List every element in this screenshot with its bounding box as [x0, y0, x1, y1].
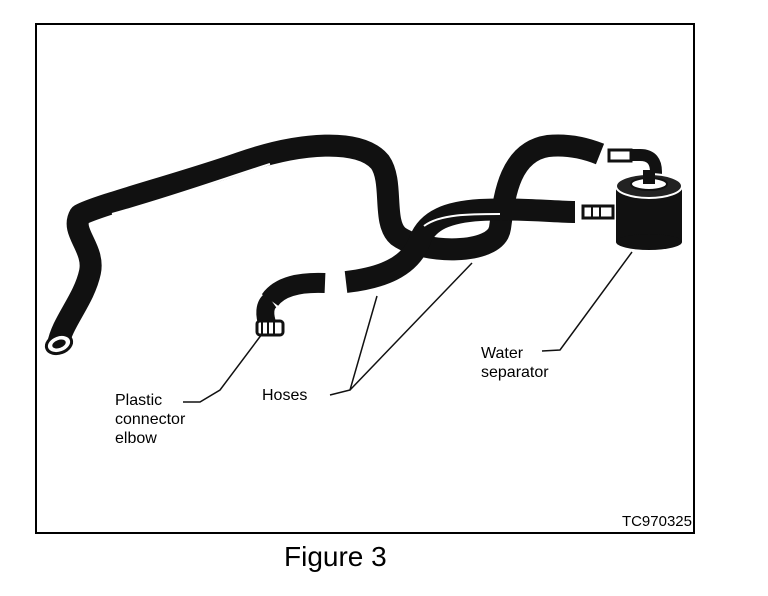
- figure-frame: [35, 23, 695, 534]
- label-hoses: Hoses: [262, 387, 308, 404]
- short-hose: [261, 272, 326, 307]
- figure-code: TC970325: [621, 513, 692, 530]
- figure-caption: Figure 3: [284, 541, 387, 572]
- leader-water-separator: [541, 251, 633, 352]
- water-separator: [615, 170, 683, 250]
- leader-hoses-1: [329, 295, 378, 396]
- label-plastic-connector-elbow: Plastic connector elbow: [115, 392, 186, 447]
- leader-plastic-elbow: [183, 333, 263, 403]
- label-water-separator: Water separator: [481, 345, 549, 381]
- long-hose: [47, 134, 605, 348]
- leader-hoses-2: [349, 262, 473, 391]
